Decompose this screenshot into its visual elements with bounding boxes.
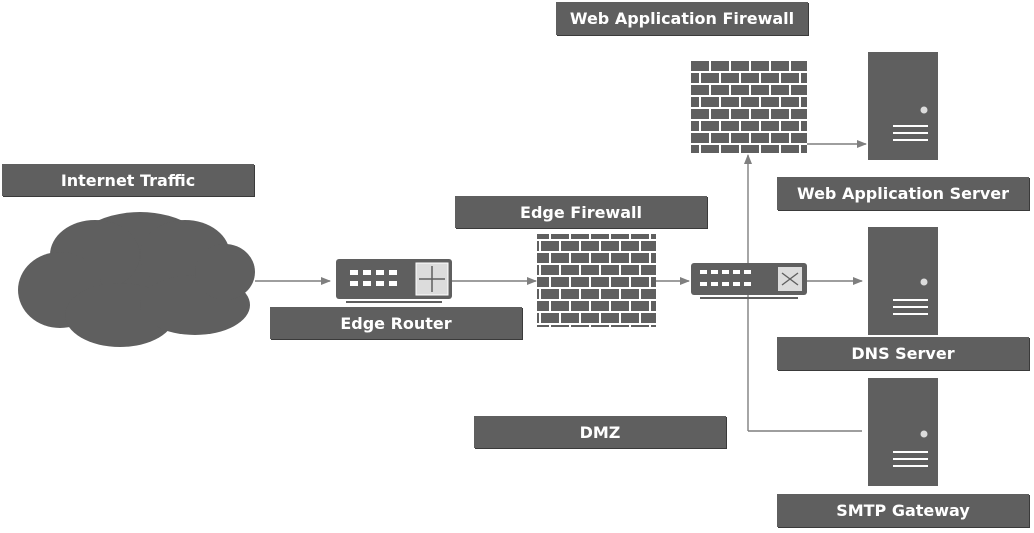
server-icon [868, 52, 938, 160]
server-icon [868, 378, 938, 486]
firewall-icon [691, 60, 807, 153]
dmz-label: DMZ [474, 416, 726, 448]
dns-server-label: DNS Server [777, 337, 1029, 370]
router-icon [336, 259, 452, 303]
firewall-icon [537, 234, 656, 327]
server-icon [868, 227, 938, 335]
edge-router-label: Edge Router [270, 307, 522, 339]
web-application-firewall-label: Web Application Firewall [556, 2, 808, 35]
switch-icon [691, 263, 807, 299]
cloud-icon [18, 212, 255, 347]
edge-firewall-label: Edge Firewall [455, 196, 707, 228]
smtp-gateway-label: SMTP Gateway [777, 494, 1029, 527]
internet-traffic-label: Internet Traffic [2, 164, 254, 196]
web-application-server-label: Web Application Server [777, 177, 1029, 210]
